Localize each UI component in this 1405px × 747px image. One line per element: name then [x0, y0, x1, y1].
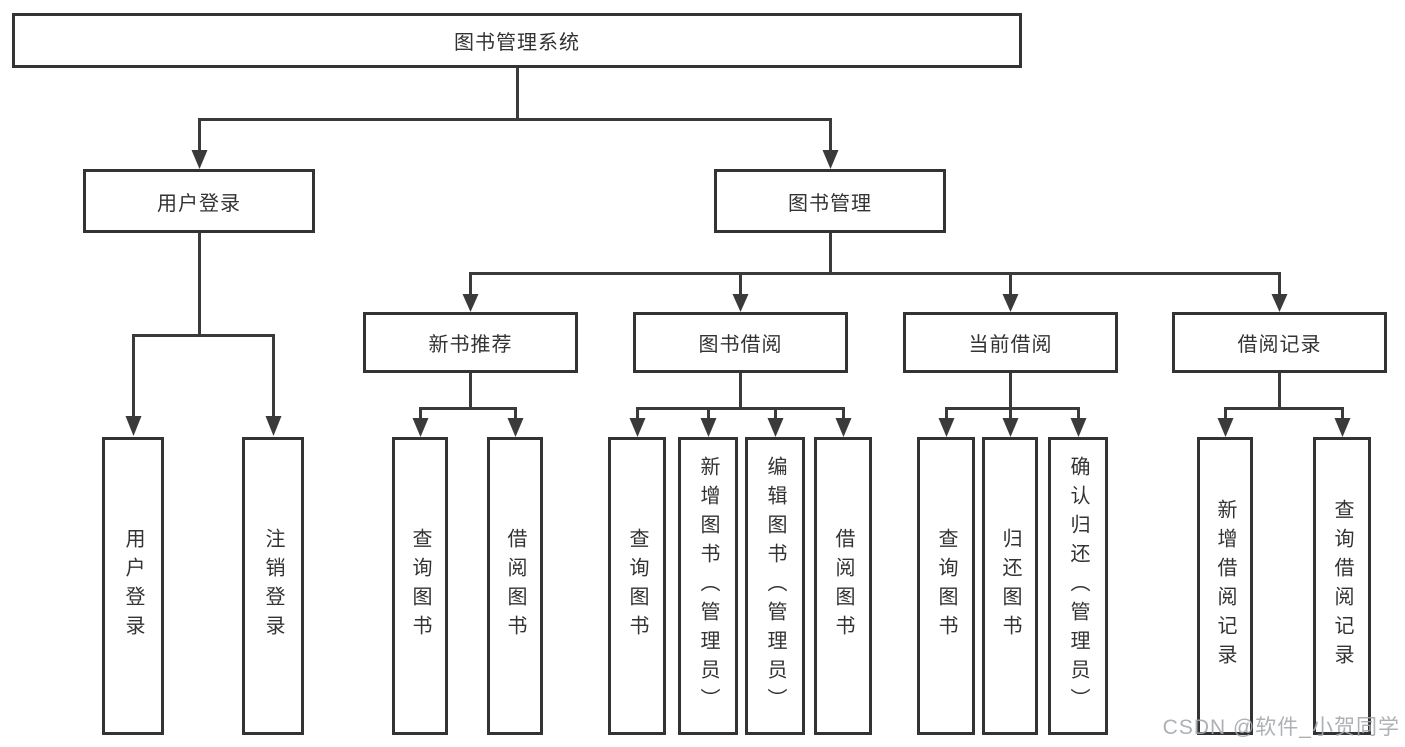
leaf-current-confirm-return-admin-label: 确认归还（管理员） — [1067, 455, 1089, 717]
node-new-book-recommend-label: 新书推荐 — [428, 334, 513, 356]
leaf-borrow-borrow-books-label: 借阅图书 — [832, 528, 854, 644]
leaf-user-login-label: 用户登录 — [122, 528, 144, 644]
leaf-newbook-borrow-books-label: 借阅图书 — [504, 528, 526, 644]
leaf-user-login: 用户登录 — [102, 437, 164, 735]
leaf-borrow-edit-book-admin: 编辑图书（管理员） — [745, 437, 805, 735]
leaf-record-add-record-label: 新增借阅记录 — [1214, 499, 1236, 673]
csdn-watermark: CSDN @软件_小贺同学 — [1162, 716, 1400, 739]
leaf-current-confirm-return-admin: 确认归还（管理员） — [1048, 437, 1108, 735]
leaf-current-return-books-label: 归还图书 — [999, 528, 1021, 644]
node-book-management: 图书管理 — [714, 169, 946, 233]
node-current-borrow: 当前借阅 — [903, 312, 1118, 373]
leaf-newbook-borrow-books: 借阅图书 — [487, 437, 543, 735]
leaf-borrow-edit-book-admin-label: 编辑图书（管理员） — [764, 455, 786, 717]
leaf-borrow-query-books-label: 查询图书 — [626, 528, 648, 644]
node-book-borrow: 图书借阅 — [633, 312, 848, 373]
node-borrow-records-label: 借阅记录 — [1237, 334, 1322, 356]
node-book-borrow-label: 图书借阅 — [698, 334, 783, 356]
leaf-newbook-query-books-label: 查询图书 — [409, 528, 431, 644]
arrowheads — [125, 150, 1351, 437]
leaf-logout: 注销登录 — [242, 437, 304, 735]
leaf-borrow-borrow-books: 借阅图书 — [814, 437, 872, 735]
node-borrow-records: 借阅记录 — [1172, 312, 1387, 373]
leaf-current-query-books-label: 查询图书 — [935, 528, 957, 644]
leaf-current-query-books: 查询图书 — [917, 437, 975, 735]
leaf-record-add-record: 新增借阅记录 — [1197, 437, 1253, 735]
leaf-borrow-add-book-admin: 新增图书（管理员） — [678, 437, 738, 735]
node-current-borrow-label: 当前借阅 — [968, 334, 1053, 356]
leaf-logout-label: 注销登录 — [262, 528, 284, 644]
leaf-newbook-query-books: 查询图书 — [392, 437, 448, 735]
node-user-login: 用户登录 — [83, 169, 315, 233]
leaf-borrow-query-books: 查询图书 — [608, 437, 666, 735]
node-root-label: 图书管理系统 — [454, 32, 580, 54]
node-user-login-label: 用户登录 — [157, 192, 241, 215]
node-root: 图书管理系统 — [12, 13, 1022, 68]
leaf-record-query-record-label: 查询借阅记录 — [1331, 499, 1353, 673]
node-new-book-recommend: 新书推荐 — [363, 312, 578, 373]
leaf-record-query-record: 查询借阅记录 — [1313, 437, 1371, 735]
leaf-current-return-books: 归还图书 — [982, 437, 1038, 735]
node-book-management-label: 图书管理 — [788, 192, 872, 215]
leaf-borrow-add-book-admin-label: 新增图书（管理员） — [697, 455, 719, 717]
